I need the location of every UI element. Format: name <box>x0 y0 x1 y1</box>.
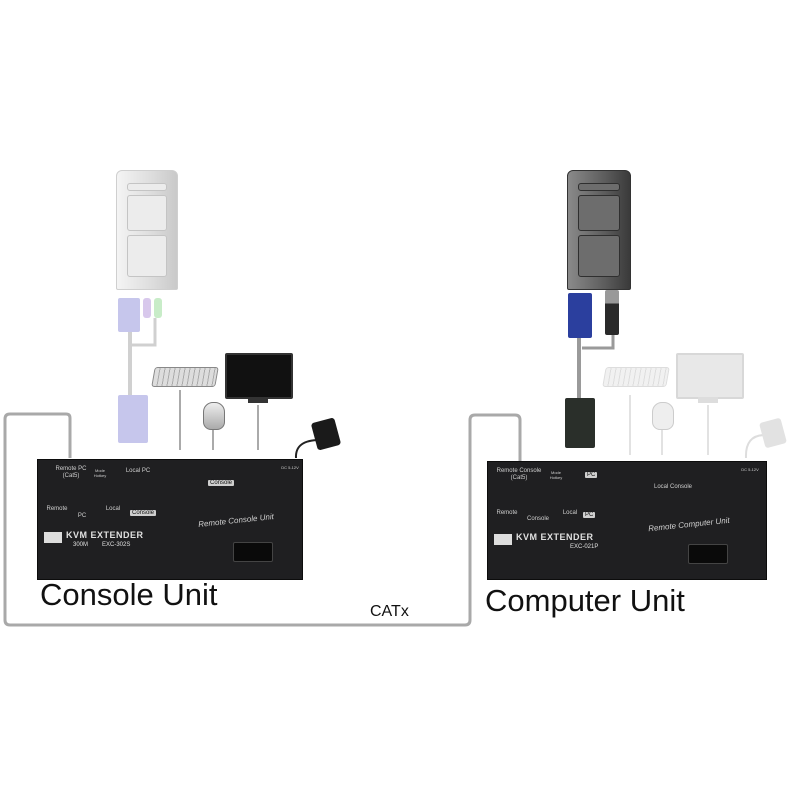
led-pc-label: PC <box>77 513 87 519</box>
brand-logo-icon <box>494 534 512 545</box>
front-slot <box>233 542 273 562</box>
faded-monitor-stand-icon <box>698 397 718 403</box>
console-unit-device: Remote PC (Cat5) Mode Hotkey Local PC Co… <box>37 459 303 580</box>
remote-computer-tower <box>567 170 631 290</box>
port-remote-pc-label: Remote PC (Cat5) <box>55 466 87 479</box>
brand-name: KVM EXTENDER <box>66 530 144 540</box>
unit-name: Remote Computer Unit <box>647 515 731 534</box>
monitor-stand-icon <box>248 397 268 403</box>
keyboard-icon <box>151 367 219 387</box>
port-console-label: Console <box>208 480 235 486</box>
port-remote-console-label: Remote Console (Cat5) <box>496 468 542 481</box>
faded-mouse-icon <box>652 402 674 430</box>
unit-name: Remote Console Unit <box>197 512 275 529</box>
monitor-icon <box>225 353 293 399</box>
vga-connector-blue-icon <box>568 293 592 338</box>
vga-connector-pc-icon <box>565 398 595 448</box>
led-local-label: Local <box>562 510 578 516</box>
ps2-connector-green-icon <box>154 298 162 318</box>
power-label: DC 5-12V <box>741 467 759 472</box>
brand-logo-icon <box>44 532 62 543</box>
computer-unit-device: Remote Console (Cat5) Mode Hotkey PC Loc… <box>487 461 767 580</box>
led-console-label: Console <box>526 516 549 522</box>
vga-connector-faded-icon <box>118 298 140 332</box>
led-local-label: Local <box>105 506 121 512</box>
catx-cable-label: CATx <box>370 603 409 620</box>
catx-cable <box>3 412 522 627</box>
mouse-icon <box>203 402 225 430</box>
led-remote-label: Remote <box>496 510 518 516</box>
front-slot <box>688 544 728 564</box>
port-pc-label: PC <box>585 472 598 478</box>
ps2-cable <box>130 318 157 347</box>
faded-monitor-icon <box>676 353 744 399</box>
computer-unit-caption: Computer Unit <box>485 583 685 618</box>
local-computer-tower <box>116 170 178 290</box>
mode-switch-label: Mode Hotkey <box>549 470 563 480</box>
brand-name: KVM EXTENDER <box>516 532 594 542</box>
led-console-badge: Console <box>130 510 157 516</box>
model-number: EXC-021P <box>570 544 599 550</box>
model-number: EXC-302S <box>102 542 131 548</box>
usb-cable <box>582 335 615 350</box>
mode-switch-label: Mode Hotkey <box>93 468 107 478</box>
vga-connector-local-icon <box>118 395 148 443</box>
led-remote-label: Remote <box>46 506 68 512</box>
distance-label: 300M <box>73 542 89 548</box>
power-label: DC 5-12V <box>281 465 299 470</box>
ps2-connector-purple-icon <box>143 298 151 318</box>
led-pc-badge: PC <box>583 512 596 518</box>
port-local-console-label: Local Console <box>653 484 693 490</box>
usb-connector-icon <box>605 290 619 335</box>
faded-keyboard-icon <box>602 367 670 387</box>
port-local-pc-label: Local PC <box>125 468 151 474</box>
console-unit-caption: Console Unit <box>40 577 218 612</box>
